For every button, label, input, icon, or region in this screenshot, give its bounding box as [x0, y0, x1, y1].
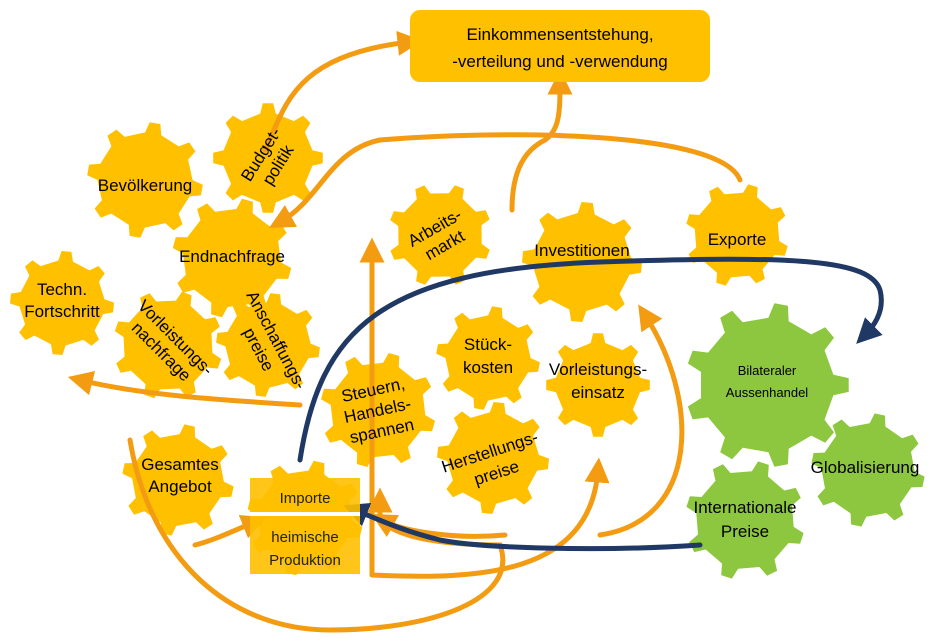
- arrow-budget-to-top-box: [262, 30, 423, 153]
- label-bevoelkerung: Bevölkerung: [98, 176, 193, 195]
- label-stueckkosten-1: Stück-: [464, 335, 512, 354]
- gear-vorleistungseinsatz: [546, 333, 650, 437]
- gear-bevoelkerung: [87, 122, 203, 238]
- label-investitionen: Investitionen: [534, 241, 629, 260]
- gear-intlpreise: [686, 461, 804, 579]
- gear-budget: [213, 103, 323, 213]
- label-vorleinsatz-1: Vorleistungs-: [549, 360, 647, 379]
- arrow-intlpreise-to-production: [343, 503, 703, 552]
- income-box-line1: Einkommensentstehung,: [466, 25, 653, 44]
- label-intlpreise-1: Internationale: [693, 498, 796, 517]
- gear-arbeitsmarkt: [390, 185, 490, 285]
- label-stueckkosten-2: kosten: [463, 358, 513, 377]
- label-gesamt-2: Angebot: [148, 477, 212, 496]
- heimische-label: heimische: [271, 529, 339, 546]
- label-exporte: Exporte: [708, 230, 767, 249]
- arrow-anschaffung-to-vorleistung: [67, 370, 303, 408]
- arrow-bottom-loop-to-vorleistungseinsatz: [369, 457, 610, 579]
- label-gesamt-1: Gesamtes: [141, 455, 218, 474]
- gear-endnachfrage: [172, 198, 292, 318]
- label-bilateral-1: Bilateraler: [738, 363, 797, 378]
- income-box-line2: -verteilung und -verwendung: [452, 52, 667, 71]
- arrow-herstellung-to-investitionen: [597, 304, 685, 538]
- gear-globalisierung: [811, 413, 925, 527]
- gear-stueckkosten: [436, 306, 540, 410]
- label-vorleinsatz-2: einsatz: [571, 383, 625, 402]
- label-techn-1: Techn.: [37, 280, 87, 299]
- importe-label: Importe: [280, 490, 331, 507]
- arrow-importe-to-bilateral: [297, 256, 884, 463]
- produktion-label: Produktion: [269, 552, 341, 569]
- gear-steuern: [321, 353, 435, 467]
- arrow-exporte-to-endnachfrage: [269, 132, 743, 229]
- production-box: Importe heimische Produktion: [250, 478, 360, 574]
- label-bilateral-2: Aussenhandel: [726, 385, 809, 400]
- label-endnachfrage: Endnachfrage: [179, 247, 285, 266]
- income-box: Einkommensentstehung, -verteilung und -v…: [410, 10, 710, 82]
- gear-anschaffungspreise: [216, 293, 320, 397]
- gear-techn: [10, 251, 114, 355]
- gear-vorleistungsnachfrage: [114, 291, 222, 399]
- gear-bilateral: [687, 303, 849, 467]
- arrow-angebot-to-importe: [192, 515, 267, 548]
- label-techn-2: Fortschritt: [24, 302, 100, 321]
- arrow-arbeitsmarkt-to-top-box: [509, 69, 573, 213]
- gear-herstellungspreise: [437, 402, 549, 514]
- label-intlpreise-2: Preise: [721, 522, 769, 541]
- label-globalisierung: Globalisierung: [811, 458, 920, 477]
